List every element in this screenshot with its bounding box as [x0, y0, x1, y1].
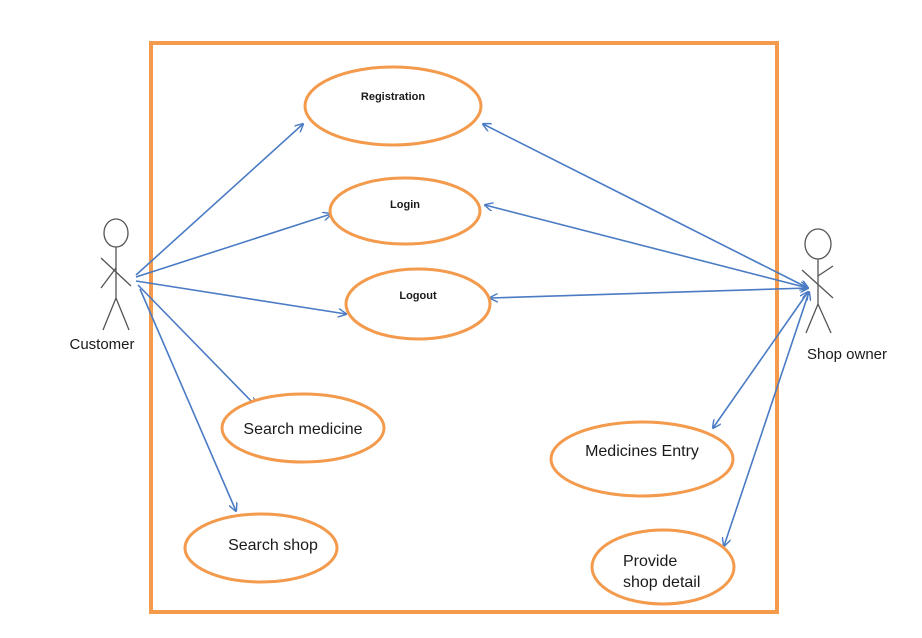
association-customer-logout	[135, 280, 346, 314]
actor-arm-right	[817, 265, 834, 277]
association-customer-registration	[135, 124, 303, 276]
use-case-logout: Logout	[344, 267, 492, 341]
actor-leg-left	[805, 303, 819, 334]
actor-label-shop-owner: Shop owner	[807, 346, 887, 363]
use-case-search-shop: Search shop	[183, 512, 339, 584]
association-shopowner-provide-shop-detail	[724, 292, 809, 546]
use-case-ellipse	[549, 420, 735, 498]
associations	[135, 124, 809, 546]
use-case-medicines-entry: Medicines Entry	[549, 420, 735, 498]
use-case-label: Search medicine	[243, 421, 362, 438]
association-shopowner-login	[485, 205, 808, 288]
use-case-login: Login	[328, 176, 482, 246]
use-case-registration: Registration	[303, 65, 483, 147]
actor-shop-owner	[801, 228, 834, 334]
actor-head	[804, 228, 832, 260]
actor-arms	[100, 257, 132, 287]
use-case-ellipse	[303, 65, 483, 147]
use-case-ellipse	[590, 528, 736, 606]
use-case-ellipse	[220, 392, 386, 464]
use-case-label: Registration	[361, 91, 425, 103]
use-case-label: Logout	[399, 290, 437, 302]
actor-leg-right	[817, 303, 832, 334]
association-customer-login	[135, 214, 331, 278]
actor-leg-right	[115, 297, 130, 331]
use-case-label: Medicines Entry	[585, 443, 699, 460]
use-case-ellipse	[328, 176, 482, 246]
actor-customer	[100, 218, 132, 331]
use-case-ellipse	[183, 512, 339, 584]
association-customer-search-medicine	[137, 284, 256, 406]
use-case-search-medicine: Search medicine	[220, 392, 386, 464]
association-shopowner-registration	[483, 124, 808, 288]
use-case-label: Login	[390, 199, 420, 211]
actor-arms	[801, 269, 834, 299]
use-case-label: Search shop	[228, 537, 318, 554]
association-shopowner-medicines-entry	[713, 292, 808, 428]
actor-head	[103, 218, 129, 248]
actor-leg-left	[102, 297, 117, 331]
use-case-label-line-1: Provide	[623, 553, 677, 570]
actor-arm-left	[100, 267, 117, 289]
use-case-provide-shop-detail: Provide shop detail	[590, 528, 736, 606]
actor-label-customer: Customer	[69, 336, 134, 353]
use-case-ellipse	[344, 267, 492, 341]
association-customer-search-shop	[139, 288, 236, 511]
association-shopowner-logout	[490, 288, 808, 298]
use-case-label-line-2: shop detail	[623, 574, 700, 591]
